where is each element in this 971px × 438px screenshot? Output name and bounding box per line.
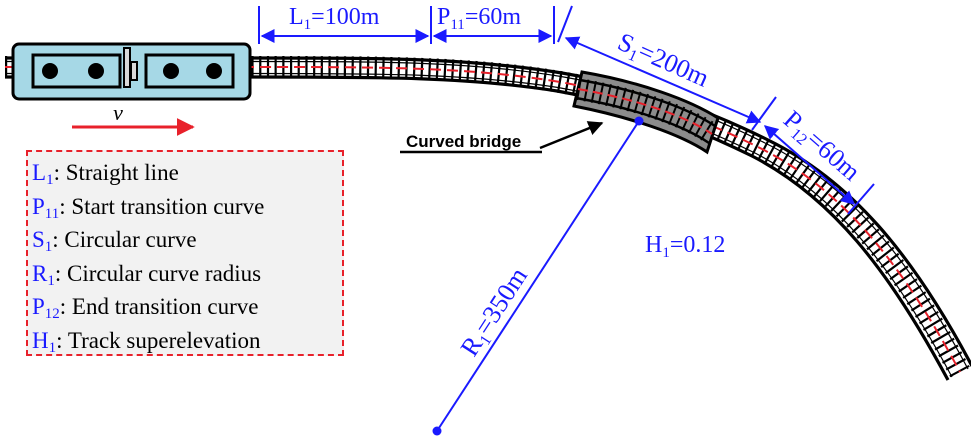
track-centerline xyxy=(5,66,961,373)
vehicle xyxy=(11,42,252,101)
dim-tick xyxy=(751,96,777,131)
bogie-rear xyxy=(144,53,235,89)
bridge-callout-arrow xyxy=(539,121,604,150)
dim-tick xyxy=(557,5,573,43)
velocity-label: v xyxy=(113,100,123,125)
car-coupler xyxy=(123,47,131,88)
car-coupler-small xyxy=(130,61,138,81)
dim-arrow xyxy=(763,125,856,205)
label-R1: R1=350m xyxy=(455,262,536,363)
dim-tick xyxy=(847,183,875,215)
label-P11: P11=60m xyxy=(437,4,521,33)
wheel xyxy=(88,63,104,79)
legend-item: R1: Circular curve radius xyxy=(32,260,262,289)
legend-item: S1: Circular curve xyxy=(32,227,197,255)
bridge-label: Curved bridge xyxy=(406,132,521,151)
legend-item: P11: Start transition curve xyxy=(32,193,265,222)
wheel xyxy=(206,63,222,79)
wheel xyxy=(42,63,58,79)
radius-R1: R1=350m xyxy=(432,116,644,436)
wheel xyxy=(163,63,179,79)
dim-arrow xyxy=(564,36,762,124)
radius-curve-point xyxy=(634,116,644,126)
bogie-front xyxy=(31,53,122,89)
label-L1: L1=100m xyxy=(289,4,380,33)
legend-item: H1: Track superelevation xyxy=(32,327,261,356)
radius-line xyxy=(436,120,640,432)
dim-L1: L1=100m xyxy=(258,4,432,44)
label-H1: H1=0.12 xyxy=(645,232,725,261)
radius-center-point xyxy=(432,426,442,436)
legend: L1: Straight line P11: Start transition … xyxy=(26,150,344,356)
legend-item: L1: Straight line xyxy=(32,160,179,188)
dim-P11: P11=60m xyxy=(432,4,555,44)
legend-item: P12: End transition curve xyxy=(32,294,259,322)
